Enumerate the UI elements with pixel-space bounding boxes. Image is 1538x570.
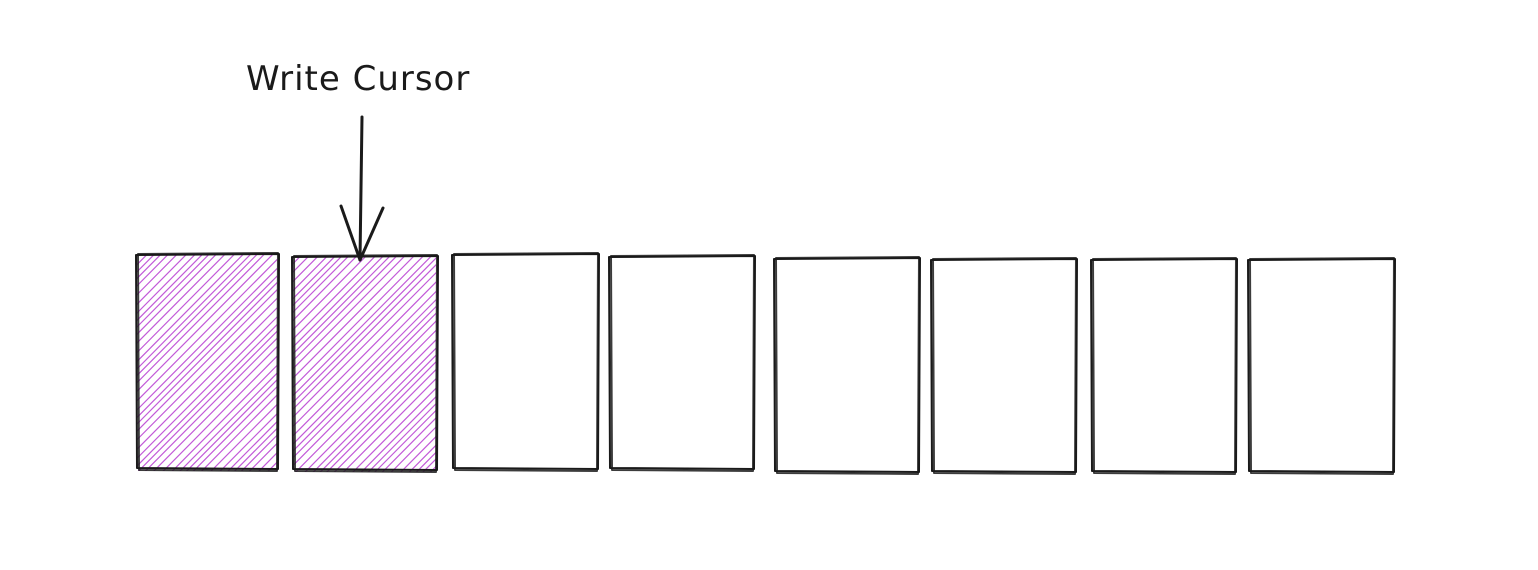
slot-border xyxy=(451,253,600,470)
buffer-slot-6 xyxy=(930,257,1078,475)
buffer-slot-2 xyxy=(291,254,439,473)
slot-border xyxy=(773,257,921,473)
slot-border xyxy=(1090,258,1238,473)
slot-border-sketch xyxy=(932,257,1077,475)
arrow-shaft xyxy=(358,115,364,262)
written-hatch-fill xyxy=(137,255,277,471)
slot-border-sketch xyxy=(610,254,755,472)
slot-border-sketch xyxy=(1092,257,1237,475)
ring-buffer xyxy=(135,252,1396,475)
slot-border-sketch xyxy=(1249,257,1395,475)
buffer-slot-7 xyxy=(1090,257,1238,475)
written-hatch-fill xyxy=(293,257,436,472)
slot-border xyxy=(608,255,756,470)
buffer-slot-5 xyxy=(773,256,921,475)
slot-border xyxy=(1247,258,1396,473)
buffer-slot-8 xyxy=(1247,257,1396,475)
buffer-slot-1 xyxy=(135,252,280,472)
slot-border-sketch xyxy=(293,254,438,473)
arrow-head xyxy=(339,204,385,262)
buffer-slot-3 xyxy=(451,252,600,472)
write-cursor-arrow xyxy=(339,115,385,262)
slot-border xyxy=(930,258,1078,473)
buffer-slot-4 xyxy=(608,254,756,472)
slot-border-sketch xyxy=(775,256,920,475)
slot-border-sketch xyxy=(137,252,279,472)
slot-border-sketch xyxy=(453,252,599,472)
write-cursor-label: Write Cursor xyxy=(246,59,470,99)
